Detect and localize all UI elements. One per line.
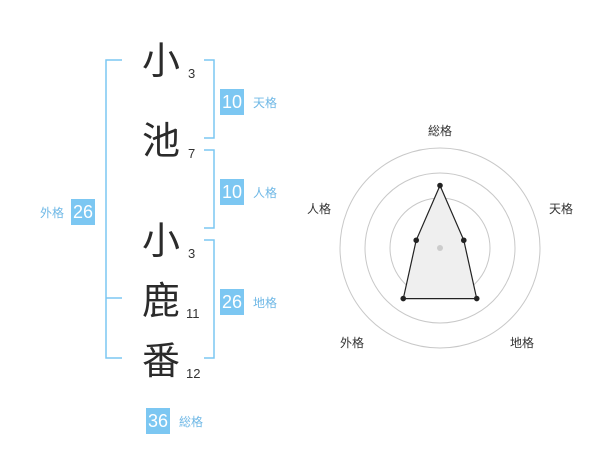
radar-point-1 bbox=[437, 182, 443, 189]
name-char-1: 小 bbox=[142, 39, 181, 83]
radar-axis-label-jinkaku: 人格 bbox=[307, 202, 332, 216]
chikaku-label: 地格 bbox=[253, 296, 278, 310]
stroke-count-5: 12 bbox=[186, 366, 201, 381]
radar-points bbox=[400, 182, 480, 302]
radar-polygon bbox=[402, 183, 478, 300]
tenkaku-value: 10 bbox=[220, 89, 245, 115]
radar-axis-label-tenkaku: 天格 bbox=[549, 202, 574, 216]
gaikaku-value: 26 bbox=[71, 199, 96, 225]
stroke-count-1: 3 bbox=[188, 66, 196, 81]
name-char-5: 番 bbox=[142, 339, 181, 383]
name-char-3: 小 bbox=[142, 219, 181, 263]
radar-ring-3 bbox=[364, 172, 516, 324]
name-char-4: 鹿 bbox=[142, 279, 181, 323]
radar-axis-label-chikaku: 地格 bbox=[510, 336, 535, 350]
stroke-count-3: 3 bbox=[188, 246, 196, 261]
soukaku-label: 総格 bbox=[179, 415, 204, 429]
soukaku-value: 36 bbox=[146, 408, 171, 434]
radar-point-2 bbox=[460, 237, 467, 244]
radar-ring-4 bbox=[339, 147, 541, 349]
jinkaku-label: 人格 bbox=[253, 186, 278, 200]
radar-axis-label-soukaku: 総格 bbox=[428, 124, 453, 138]
radar-axis-label-gaikaku: 外格 bbox=[340, 336, 365, 350]
name-char-2: 池 bbox=[142, 119, 181, 163]
radar-point-4 bbox=[400, 295, 407, 302]
chikaku-value: 26 bbox=[220, 289, 245, 315]
radar-center-dot bbox=[437, 245, 443, 251]
stroke-count-2: 7 bbox=[188, 146, 196, 161]
stroke-count-4: 11 bbox=[186, 306, 200, 321]
tenkaku-label: 天格 bbox=[253, 96, 278, 110]
gaikaku-label: 外格 bbox=[40, 206, 65, 220]
radar-point-3 bbox=[473, 295, 480, 302]
radar-point-5 bbox=[413, 237, 420, 244]
jinkaku-value: 10 bbox=[220, 179, 245, 205]
